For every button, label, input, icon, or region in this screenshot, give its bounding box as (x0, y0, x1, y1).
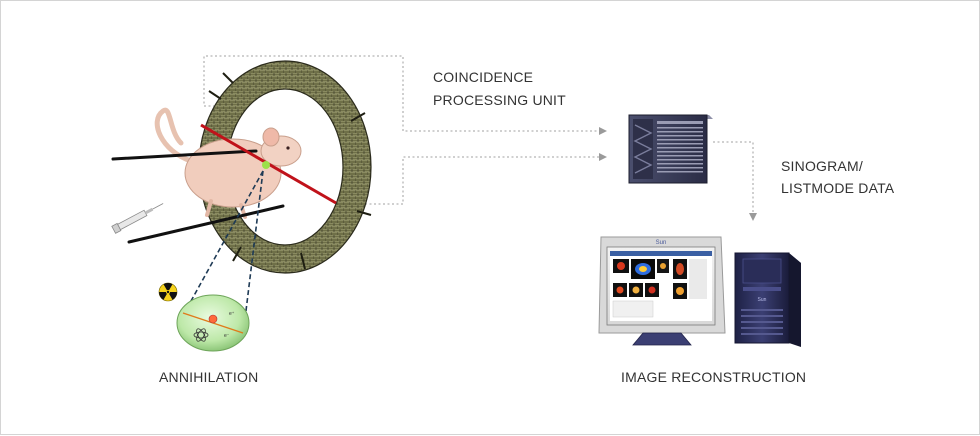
svg-text:e⁺: e⁺ (229, 311, 235, 317)
connector-arrowheads (599, 127, 757, 221)
coincidence-processing-unit-icon (628, 114, 713, 184)
mouse-eye (286, 146, 290, 150)
workstation-monitor-icon: Sun (598, 236, 726, 346)
arrowhead-bottom (599, 153, 607, 161)
svg-text:e⁻: e⁻ (224, 333, 230, 339)
connector-processing-to-workstation (713, 141, 754, 213)
dotted-connectors (203, 55, 754, 213)
annihilation-closeup: e⁺ e⁻ (176, 294, 250, 352)
syringe-icon (111, 203, 164, 234)
workstation-tower-icon: Sun (734, 252, 801, 347)
scan-image-thumbnails (612, 259, 707, 318)
image-reconstruction-label: IMAGE RECONSTRUCTION (621, 369, 807, 385)
mouse-ear (262, 127, 280, 147)
connector-ring-to-processing-bottom (356, 156, 599, 205)
annihilation-point (262, 161, 270, 169)
annihilation-label: ANNIHILATION (159, 369, 259, 385)
tower-brand-text: Sun (758, 297, 767, 303)
monitor-brand-text: Sun (656, 240, 667, 246)
arrowhead-top (599, 127, 607, 135)
sinogram-label-line2: LISTMODE DATA (781, 180, 895, 196)
radiation-icon (158, 282, 178, 302)
sinogram-label-line1: SINOGRAM/ (781, 158, 863, 174)
coincidence-label-line1: COINCIDENCE (433, 69, 534, 85)
coincidence-label-line2: PROCESSING UNIT (433, 92, 566, 108)
zoom-dashed-lines (180, 170, 264, 320)
mouse-tail (154, 107, 194, 164)
arrowhead-down (749, 213, 757, 221)
connector-ring-to-processing-top (203, 55, 599, 132)
